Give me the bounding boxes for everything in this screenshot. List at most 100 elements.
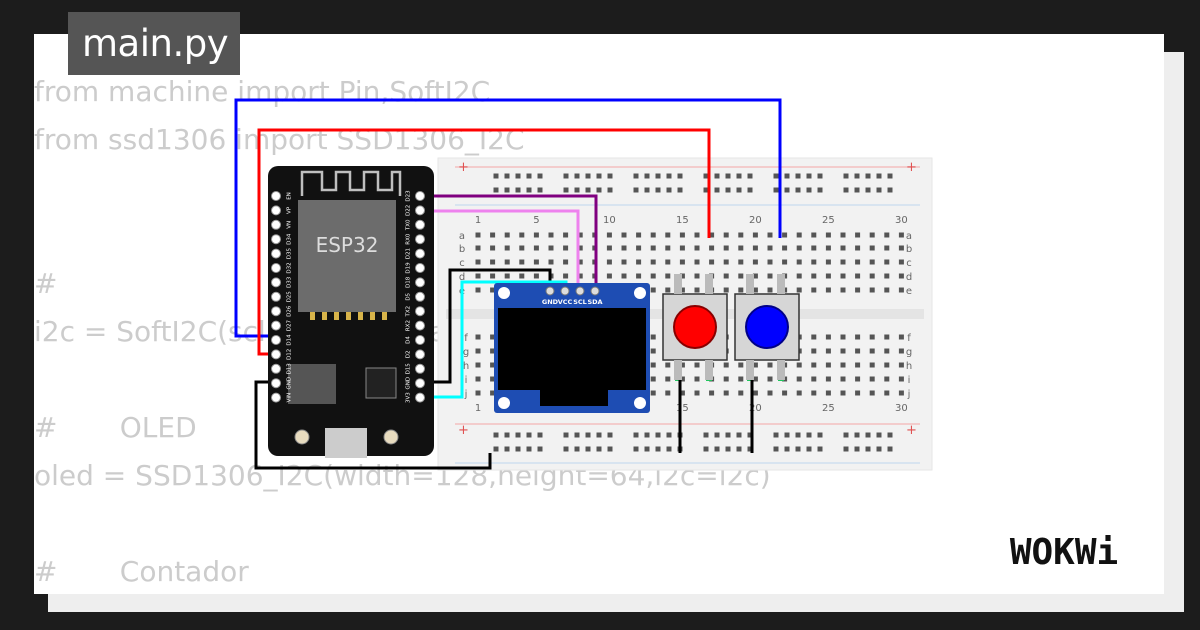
breadboard-hole: [679, 245, 685, 251]
esp32-pin[interactable]: [271, 219, 281, 230]
breadboard-hole: [840, 348, 846, 354]
breadboard-hole: [752, 287, 758, 293]
esp32-pin[interactable]: [271, 248, 281, 259]
breadboard-hole: [694, 390, 700, 396]
esp32-pin[interactable]: [415, 191, 425, 201]
breadboard-hole: [665, 376, 671, 382]
breadboard-hole: [811, 245, 817, 251]
esp32-pin[interactable]: [415, 349, 425, 360]
breadboard-hole: [655, 173, 661, 179]
esp32-pin[interactable]: [271, 291, 281, 302]
breadboard-hole: [738, 376, 744, 382]
esp32-pin[interactable]: [415, 306, 425, 317]
breadboard-hole: [633, 173, 639, 179]
file-tab[interactable]: main.py: [68, 12, 240, 75]
oled-pin[interactable]: [590, 286, 600, 296]
breadboard-hole: [767, 232, 773, 238]
blue-pushbutton[interactable]: [734, 274, 800, 380]
breadboard-hole: [825, 259, 831, 265]
esp32-board[interactable]: ESP32 ENVPVND34D35D32D33D25D26D27D14D12D…: [268, 166, 434, 458]
esp32-pin[interactable]: [415, 205, 425, 216]
voltage-regulator: [288, 364, 336, 404]
esp32-pin[interactable]: [415, 248, 425, 259]
row-label: h: [463, 361, 469, 372]
breadboard-hole: [714, 187, 720, 193]
esp32-pin[interactable]: [415, 363, 425, 374]
esp32-pin[interactable]: [271, 349, 281, 360]
breadboard-hole: [840, 232, 846, 238]
esp32-pin[interactable]: [271, 392, 281, 403]
breadboard-hole: [884, 273, 890, 279]
breadboard-hole: [811, 362, 817, 368]
esp32-pin[interactable]: [415, 291, 425, 302]
breadboard-hole: [825, 362, 831, 368]
breadboard-hole: [490, 273, 496, 279]
breadboard-hole: [679, 232, 685, 238]
breadboard-hole: [796, 259, 802, 265]
breadboard-hole: [694, 362, 700, 368]
red-button-cap[interactable]: [673, 305, 717, 349]
breadboard-hole: [533, 273, 539, 279]
breadboard-hole: [490, 390, 496, 396]
breadboard-hole: [811, 376, 817, 382]
esp32-pin[interactable]: [415, 320, 425, 331]
breadboard-hole: [504, 173, 510, 179]
breadboard-hole: [806, 187, 812, 193]
wokwi-logo-text: WOKWi: [1010, 532, 1118, 573]
breadboard-hole: [493, 446, 499, 452]
breadboard-hole: [898, 390, 904, 396]
breadboard-hole: [563, 259, 569, 265]
esp32-left-pins: ENVPVND34D35D32D33D25D26D27D14D12D13GNDV…: [271, 191, 293, 403]
esp32-pin[interactable]: [415, 392, 425, 403]
esp32-pin[interactable]: [415, 219, 425, 230]
boot-button[interactable]: [383, 429, 399, 445]
breadboard-hole: [869, 273, 875, 279]
esp32-pin[interactable]: [271, 234, 281, 245]
breadboard-hole: [796, 287, 802, 293]
esp32-pin[interactable]: [271, 191, 281, 201]
esp32-pin[interactable]: [271, 306, 281, 317]
breadboard-hole: [725, 446, 731, 452]
breadboard-hole: [636, 273, 642, 279]
esp32-pin[interactable]: [271, 363, 281, 374]
breadboard-hole: [843, 446, 849, 452]
esp32-pin[interactable]: [415, 277, 425, 288]
breadboard-hole: [767, 259, 773, 265]
module-pad: [346, 312, 351, 320]
breadboard-hole: [606, 259, 612, 265]
breadboard-hole: [636, 259, 642, 265]
breadboard-hole: [574, 173, 580, 179]
blue-button-cap[interactable]: [745, 305, 789, 349]
module-pad: [382, 312, 387, 320]
oled-pin[interactable]: [545, 286, 555, 296]
esp32-pin[interactable]: [415, 335, 425, 345]
black-wire-ground-rail: [254, 380, 492, 470]
en-button[interactable]: [294, 429, 310, 445]
breadboard-hole: [898, 348, 904, 354]
breadboard-hole: [811, 287, 817, 293]
breadboard-hole: [621, 259, 627, 265]
breadboard-hole: [825, 287, 831, 293]
esp32-pin[interactable]: [271, 320, 281, 331]
breadboard-hole: [825, 245, 831, 251]
breadboard-hole: [796, 362, 802, 368]
esp32-pin[interactable]: [271, 263, 281, 273]
breadboard-hole: [650, 348, 656, 354]
breadboard-hole: [574, 446, 580, 452]
oled-pin[interactable]: [575, 286, 585, 296]
breadboard-hole: [677, 173, 683, 179]
breadboard-hole: [585, 432, 591, 438]
breadboard-hole: [725, 187, 731, 193]
esp32-pin[interactable]: [271, 335, 281, 345]
red-pushbutton[interactable]: [662, 274, 728, 380]
esp32-pin[interactable]: [271, 378, 281, 389]
breadboard-hole: [884, 259, 890, 265]
breadboard-hole: [840, 259, 846, 265]
oled-pin[interactable]: [560, 286, 570, 296]
esp32-pin[interactable]: [415, 378, 425, 389]
esp32-pin[interactable]: [271, 277, 281, 288]
esp32-pin[interactable]: [415, 263, 425, 273]
esp32-pin[interactable]: [271, 205, 281, 216]
esp32-pin[interactable]: [415, 234, 425, 245]
breadboard-hole: [855, 287, 861, 293]
